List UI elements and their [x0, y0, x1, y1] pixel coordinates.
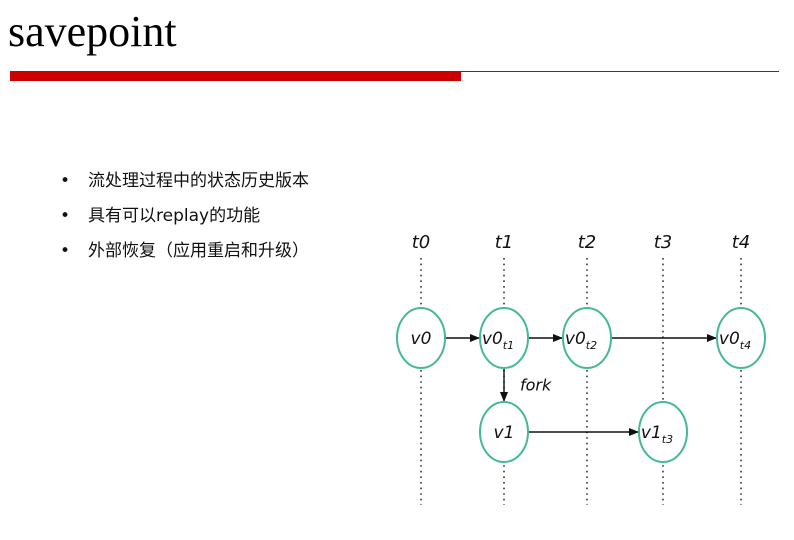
node-label-subscript: t3 — [662, 433, 673, 446]
page-title: savepoint — [8, 7, 177, 56]
node-label-main: v0 — [719, 329, 740, 349]
title-underline-thick — [10, 71, 461, 81]
bullet-item: • 流处理过程中的状态历史版本 — [58, 164, 309, 199]
node-label: v0 — [411, 329, 432, 349]
time-label-t0: t0 — [412, 232, 431, 253]
node-v0_t1: v0t1 — [479, 307, 529, 369]
bullet-list: • 流处理过程中的状态历史版本 • 具有可以replay的功能 • 外部恢复（应用重启… — [58, 164, 309, 269]
node-v1: v1 — [479, 401, 529, 463]
time-label-t4: t4 — [732, 232, 751, 253]
node-label-main: v1 — [641, 423, 662, 443]
bullet-text: 流处理过程中的状态历史版本 — [88, 171, 309, 191]
node-label-subscript: t2 — [586, 339, 597, 352]
node-label: v1t3 — [641, 423, 673, 446]
node-ellipse — [479, 307, 529, 369]
node-label-main: v0 — [482, 329, 503, 349]
bullet-text: 具有可以replay的功能 — [88, 206, 261, 226]
node-v1_t3: v1t3 — [638, 401, 688, 463]
edge-label-fork: fork — [520, 376, 552, 395]
node-label-main: v0 — [411, 329, 432, 349]
bullet-dot-icon: • — [60, 171, 71, 191]
bullet-text: 外部恢复（应用重启和升级） — [88, 241, 309, 261]
node-label: v0t1 — [482, 329, 514, 352]
bullet-item: • 具有可以replay的功能 — [58, 199, 309, 234]
time-label-t3: t3 — [654, 232, 673, 253]
node-label: v1 — [494, 423, 515, 443]
title-underline-thin — [461, 71, 779, 72]
node-v0_t2: v0t2 — [562, 307, 612, 369]
node-label-subscript: t4 — [740, 339, 751, 352]
bullet-dot-icon: • — [60, 206, 71, 226]
node-label-subscript: t1 — [503, 339, 514, 352]
time-label-t1: t1 — [495, 232, 514, 253]
node-v0_t4: v0t4 — [716, 307, 766, 369]
node-ellipse — [716, 307, 766, 369]
node-ellipse — [562, 307, 612, 369]
node-label: v0t2 — [565, 329, 597, 352]
bullet-item: • 外部恢复（应用重启和升级） — [58, 234, 309, 269]
node-label-main: v1 — [494, 423, 515, 443]
node-label: v0t4 — [719, 329, 751, 352]
time-label-t2: t2 — [578, 232, 597, 253]
node-ellipse — [638, 401, 688, 463]
node-label-main: v0 — [565, 329, 586, 349]
node-ellipse — [396, 307, 446, 369]
node-ellipse — [479, 401, 529, 463]
node-v0: v0 — [396, 307, 446, 369]
bullet-dot-icon: • — [60, 241, 71, 261]
